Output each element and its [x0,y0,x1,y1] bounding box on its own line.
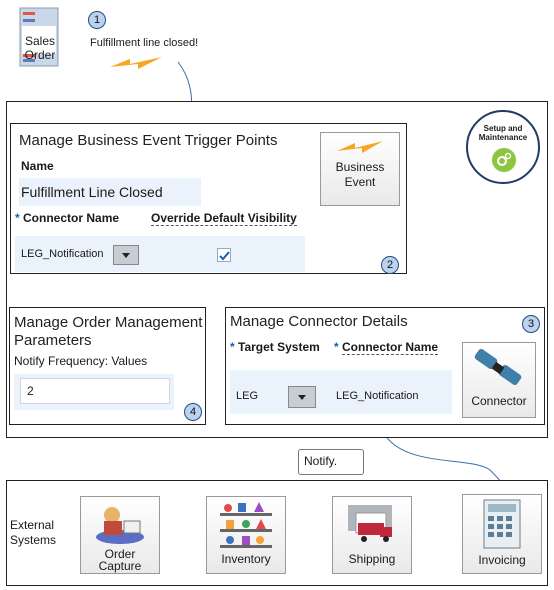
connector-details-panel: Manage Connector Details * Target System… [225,307,545,425]
chevron-down-icon [298,395,306,400]
shipping-icon [348,505,392,542]
connector-name-input[interactable]: LEG_Notification [334,386,444,408]
order-capture-line1: Order [104,547,136,561]
notify-label: Notify. [304,454,338,468]
connector-tile[interactable]: Connector [462,342,536,418]
notify-callout: Notify. [298,449,364,475]
override-visibility-checkbox[interactable] [217,248,231,262]
external-line1: External [10,518,55,532]
inventory-tile[interactable]: Inventory [206,496,286,574]
connector-name-label-wrap-2: * Connector Name [334,340,439,355]
order-title-line2: Parameters [14,332,92,349]
connector-name-label-wrap: * Connector Name [15,211,119,225]
sales-order-line1: Sales [24,34,56,48]
name-value: Fulfillment Line Closed [21,184,163,200]
notify-frequency-label: Notify Frequency: Values [14,354,148,368]
trigger-points-panel: Manage Business Event Trigger Points Nam… [10,123,407,274]
setup-line1: Setup and [483,124,523,133]
setup-line2: Maintenance [478,133,528,142]
invoicing-icon [483,499,521,549]
invoicing-label: Invoicing [478,553,526,567]
name-field[interactable]: Fulfillment Line Closed [19,178,201,206]
business-event-tile[interactable]: Business Event [320,132,400,206]
lightning-icon [337,141,383,153]
inventory-label: Inventory [221,552,271,566]
inventory-icon [220,502,272,548]
business-event-line2: Event [344,175,376,189]
target-system-value: LEG [236,390,259,402]
document-icon [19,7,59,67]
order-capture-icon [96,507,144,544]
step-2-badge: 2 [381,256,399,274]
frequency-value: 2 [27,384,34,398]
trigger-panel-title: Manage Business Event Trigger Points [19,132,278,149]
external-line2: Systems [10,533,57,547]
invoicing-tile[interactable]: Invoicing [462,494,542,574]
connector-row [15,236,305,272]
setup-label: Setup and Maintenance [468,124,538,142]
step-4-badge: 4 [184,403,202,421]
connector-tile-label: Connector [471,394,527,408]
order-panel-title: Manage Order Management Parameters [14,314,202,350]
step-1-badge: 1 [88,11,106,29]
connector-name-label-2: Connector Name [342,340,439,355]
gear-icon [492,148,516,172]
sales-order-line2: Order [24,48,56,62]
lightning-icon [110,57,162,69]
connector-icon [474,348,522,386]
target-system-label-wrap: * Target System [230,340,320,354]
order-capture-line2: Capture [98,559,142,573]
chevron-down-icon [122,253,130,258]
required-marker: * [15,211,20,225]
order-capture-tile[interactable]: Order Capture [80,496,160,574]
shipping-tile[interactable]: Shipping [332,496,412,574]
checkmark-icon [219,251,230,261]
target-system-select[interactable]: LEG [234,386,320,408]
dropdown-button[interactable] [113,245,139,265]
target-system-label: Target System [238,340,320,354]
required-marker: * [230,340,235,354]
order-title-line1: Manage Order Management [14,314,203,331]
business-event-label: Business Event [321,160,399,190]
external-systems-label: External Systems [10,518,56,548]
step1-message: Fulfillment line closed! [90,37,199,49]
required-marker: * [334,340,339,354]
order-capture-label: Order Capture [81,548,159,572]
override-visibility-label: Override Default Visibility [151,211,297,226]
connector-select[interactable]: LEG_Notification [19,245,145,265]
order-management-panel: Manage Order Management Parameters Notif… [9,307,206,425]
sales-order-icon: Sales Order [18,6,62,70]
step-3-badge: 3 [522,315,540,333]
connector-panel-title: Manage Connector Details [230,313,408,330]
connector-select-value: LEG_Notification [21,248,104,260]
connector-name-label: Connector Name [23,211,120,225]
name-label: Name [21,159,54,173]
shipping-label: Shipping [348,552,396,566]
business-event-line1: Business [335,160,385,174]
connector-name-value: LEG_Notification [336,390,419,402]
sales-order-label: Sales Order [18,34,62,62]
frequency-input[interactable]: 2 [20,378,170,404]
dropdown-button-2[interactable] [288,386,316,408]
connector-detail-row [230,370,452,414]
setup-maintenance-icon[interactable]: Setup and Maintenance [466,110,540,184]
gears-glyph [497,152,512,166]
